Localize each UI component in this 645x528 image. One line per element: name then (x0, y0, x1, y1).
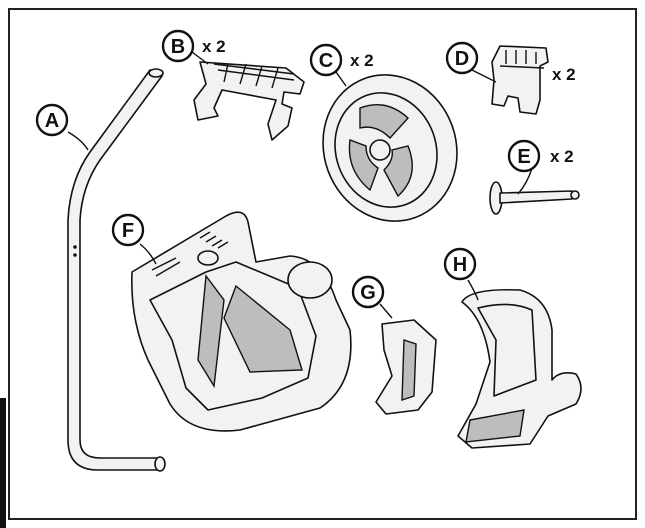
leader-a (67, 131, 89, 151)
part-label-e: E (507, 139, 541, 173)
leader-d (471, 69, 497, 83)
part-a-handle-drawing (67, 68, 166, 472)
part-label-b: B (161, 29, 195, 63)
svg-text:E: E (517, 146, 530, 168)
leader-b (191, 51, 209, 65)
svg-text:A: A (45, 110, 59, 132)
part-label-g: G (351, 275, 385, 309)
leader-c (335, 71, 347, 87)
part-b-clip-drawing (193, 61, 305, 141)
svg-text:B: B (171, 36, 185, 58)
svg-text:C: C (319, 50, 333, 72)
part-b-quantity: x 2 (202, 37, 226, 56)
part-label-a: A (35, 103, 69, 137)
svg-text:H: H (453, 254, 467, 276)
part-label-d: D (445, 41, 479, 75)
part-c-wheel-drawing (322, 74, 458, 222)
part-label-h: H (443, 247, 477, 281)
part-label-f: F (111, 213, 145, 247)
svg-text:D: D (455, 48, 469, 70)
leader-g (379, 303, 393, 319)
part-label-c: C (309, 43, 343, 77)
leader-h (467, 279, 479, 301)
part-d-clip-drawing (491, 45, 549, 115)
leader-f (139, 243, 157, 265)
part-d-quantity: x 2 (552, 65, 576, 84)
part-f-body-drawing (131, 211, 352, 432)
svg-text:G: G (360, 282, 376, 304)
part-g-bracket-drawing (375, 319, 437, 415)
page-edge-bar (0, 398, 6, 528)
svg-text:F: F (122, 220, 134, 242)
part-c-quantity: x 2 (350, 51, 374, 70)
part-e-quantity: x 2 (550, 147, 574, 166)
part-e-pin-drawing (489, 181, 580, 215)
part-h-shoe-drawing (457, 288, 582, 449)
